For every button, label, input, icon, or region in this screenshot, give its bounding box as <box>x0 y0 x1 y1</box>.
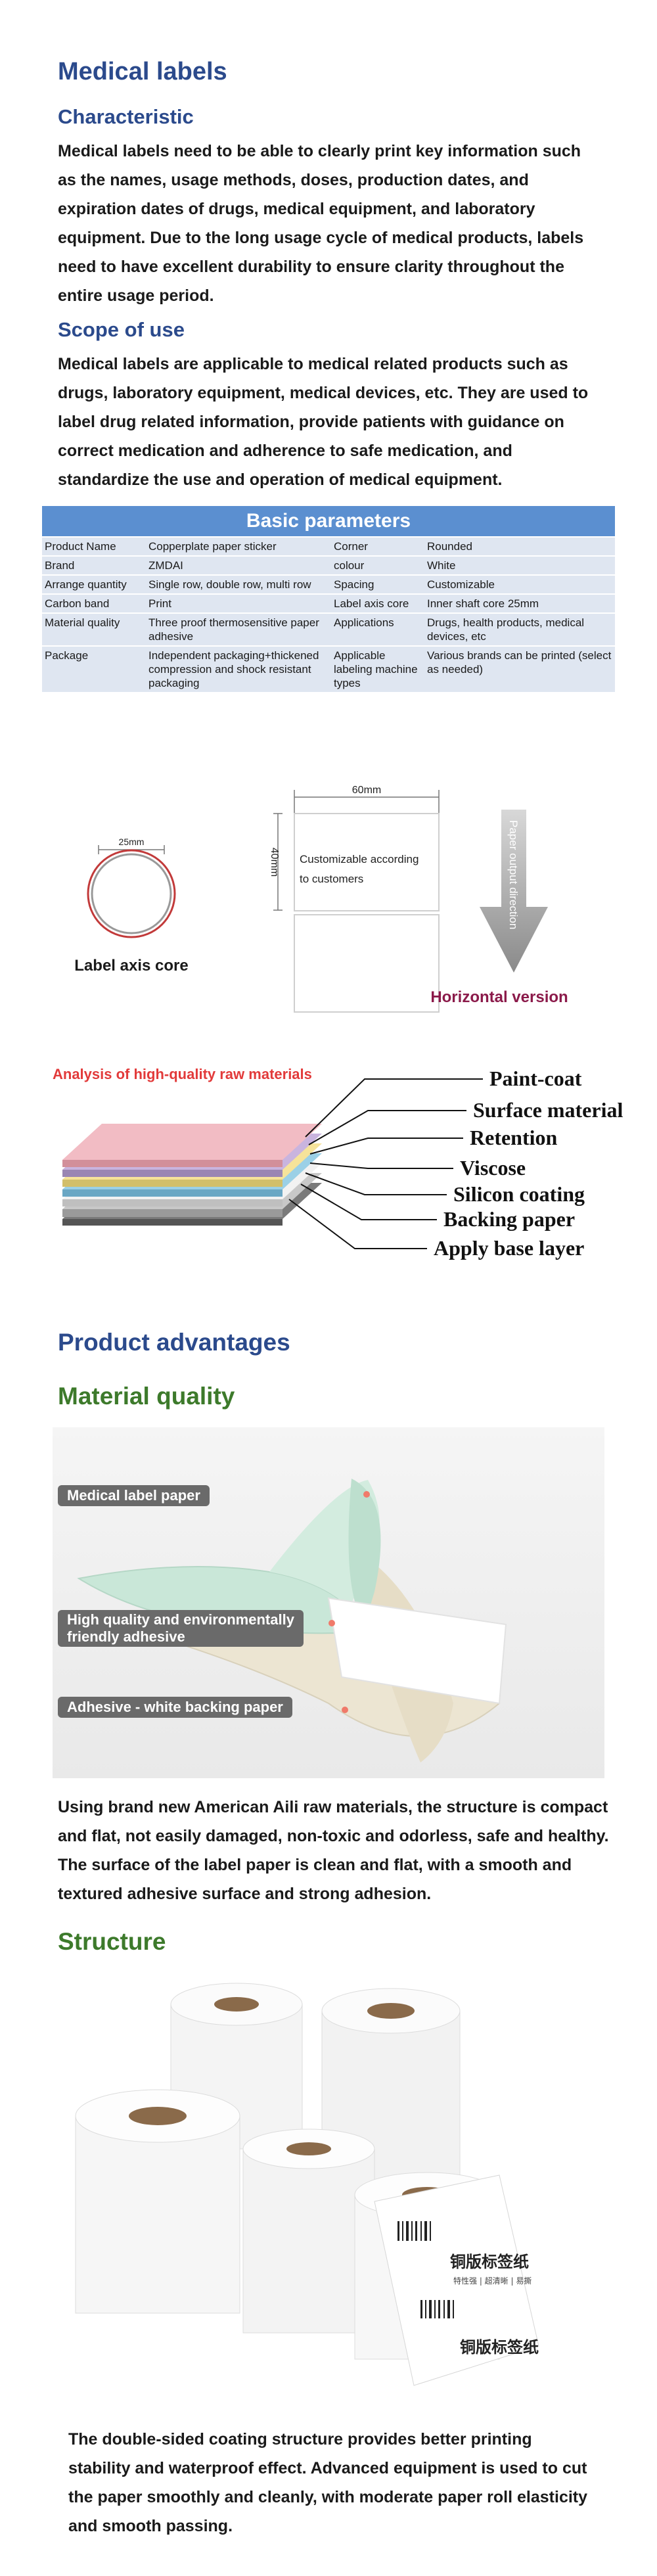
layer-label: Paint-coat <box>489 1067 582 1090</box>
scope-line: label drug related information, provide … <box>58 413 564 431</box>
material-heading: Material quality <box>58 1383 235 1410</box>
table-cell: Copperplate paper sticker <box>148 540 277 553</box>
layer-label: Retention <box>470 1126 558 1149</box>
label-rolls-illustration: 铜版标签纸 特性强 | 超清晰 | 易撕 铜版标签纸 <box>75 1983 539 2386</box>
height-dimension-text: 40mm <box>269 848 280 877</box>
characteristic-line: equipment. Due to the long usage cycle o… <box>58 229 584 247</box>
label-sample-top <box>294 813 440 911</box>
characteristic-line: Medical labels need to be able to clearl… <box>58 142 581 160</box>
label-big-text: 铜版标签纸 <box>450 2253 529 2271</box>
table-cell: Spacing <box>334 578 374 591</box>
label-sample-bottom <box>294 914 440 1013</box>
structure-line: the paper smoothly and cleanly, with mod… <box>68 2488 588 2506</box>
table-cell: Single row, double row, multi row <box>148 578 311 591</box>
table-row: Package Independent packaging+thickened … <box>42 645 615 692</box>
layer-structure-diagram: Analysis of high-quality raw materials P… <box>53 1066 623 1260</box>
callout-line: friendly adhesive <box>67 1628 185 1645</box>
table-cell: Corner <box>334 540 368 553</box>
characteristic-line: expiration dates of drugs, medical equip… <box>58 200 535 218</box>
table-cell: Package <box>45 649 89 662</box>
layer-label: Viscose <box>460 1156 526 1180</box>
table-cell: Inner shaft core 25mm <box>427 597 539 610</box>
structure-paragraph: The double-sided coating structure provi… <box>68 2425 646 2541</box>
table-cell: Brand <box>45 559 75 572</box>
table-cell: Rounded <box>427 540 473 553</box>
page-title: Medical labels <box>58 58 227 85</box>
material-line: and flat, not easily damaged, non-toxic … <box>58 1827 609 1845</box>
scope-line: standardize the use and operation of med… <box>58 471 503 489</box>
layer-label: Silicon coating <box>453 1182 585 1206</box>
table-cell: Customizable <box>427 578 495 591</box>
scope-paragraph: Medical labels are applicable to medical… <box>58 350 636 494</box>
layers-heading: Analysis of high-quality raw materials <box>53 1066 312 1082</box>
label-paper-illustration <box>53 1427 604 1778</box>
scope-line: Medical labels are applicable to medical… <box>58 355 568 373</box>
scope-line: correct medication and adherence to safe… <box>58 442 512 460</box>
callout-adhesive: High quality and environmentally friendl… <box>58 1610 304 1647</box>
table-row: Product Name Copperplate paper sticker C… <box>42 536 615 555</box>
callout-line: High quality and environmentally <box>67 1611 294 1628</box>
table-cell: Three proof thermosensitive paper adhesi… <box>148 616 319 643</box>
table-cell: Various brands can be printed (select as… <box>427 649 612 676</box>
scope-line: drugs, laboratory equipment, medical dev… <box>58 384 589 402</box>
characteristic-line: entire usage period. <box>58 287 214 305</box>
table-row: Carbon band Print Label axis core Inner … <box>42 593 615 612</box>
characteristic-line: need to have excellent durability to ens… <box>58 258 564 276</box>
core-dimension-text: 25mm <box>119 837 145 847</box>
layer-label: Backing paper <box>443 1207 575 1231</box>
table-cell: Carbon band <box>45 597 110 610</box>
table-cell: colour <box>334 559 365 572</box>
table-cell: Arrange quantity <box>45 578 127 591</box>
table-row: Material quality Three proof thermosensi… <box>42 612 615 645</box>
characteristic-line: as the names, usage methods, doses, prod… <box>58 171 529 189</box>
table-cell: Product Name <box>45 540 116 553</box>
structure-line: The double-sided coating structure provi… <box>68 2430 532 2449</box>
core-circle <box>87 849 176 938</box>
table-row: Brand ZMDAI colour White <box>42 555 615 574</box>
structure-line: and smooth passing. <box>68 2517 233 2535</box>
table-cell: ZMDAI <box>148 559 183 572</box>
label-big-text: 铜版标签纸 <box>460 2338 539 2357</box>
table-cell: Material quality <box>45 616 120 629</box>
table-cell: Independent packaging+thickened compress… <box>148 649 319 689</box>
label-dimension-diagram: 25mm Label axis core 60mm 40mm Customiza… <box>74 785 568 1013</box>
orientation-label: Horizontal version <box>430 988 568 1006</box>
table-cell: Drugs, health products, medical devices,… <box>427 616 585 643</box>
custom-text-line: to customers <box>300 873 363 885</box>
table-row: Arrange quantity Single row, double row,… <box>42 574 615 593</box>
structure-heading: Structure <box>58 1928 166 1955</box>
core-label: Label axis core <box>74 957 188 975</box>
material-line: The surface of the label paper is clean … <box>58 1856 572 1874</box>
table-cell: Label axis core <box>334 597 409 610</box>
label-small-text: 特性强 | 超清晰 | 易撕 <box>453 2276 532 2286</box>
material-image: Medical label paper High quality and env… <box>53 1427 604 1778</box>
structure-line: stability and waterproof effect. Advance… <box>68 2459 587 2477</box>
label-rolls-image: 铜版标签纸 特性强 | 超清晰 | 易撕 铜版标签纸 <box>66 1978 591 2399</box>
table-cell: Applications <box>334 616 394 629</box>
advantages-heading: Product advantages <box>58 1329 290 1356</box>
material-paragraph: Using brand new American Aili raw materi… <box>58 1793 636 1908</box>
material-line: Using brand new American Aili raw materi… <box>58 1798 608 1816</box>
width-dimension-text: 60mm <box>352 785 381 796</box>
table-cell: Applicable labeling machine types <box>334 649 418 689</box>
parameters-title: Basic parameters <box>42 506 615 536</box>
characteristic-heading: Characteristic <box>58 105 194 128</box>
material-line: textured adhesive surface and strong adh… <box>58 1885 432 1903</box>
layer-label: Apply base layer <box>434 1236 584 1260</box>
direction-text: Paper output direction <box>507 820 520 929</box>
arrow-down-icon <box>480 810 548 973</box>
characteristic-paragraph: Medical labels need to be able to clearl… <box>58 137 636 310</box>
table-cell: Print <box>148 597 171 610</box>
callout-backing-paper: Adhesive - white backing paper <box>58 1697 292 1718</box>
scope-heading: Scope of use <box>58 318 185 341</box>
parameters-table: Basic parameters Product Name Copperplat… <box>42 506 615 692</box>
layer-label: Surface material <box>473 1098 623 1122</box>
table-cell: White <box>427 559 456 572</box>
callout-label-paper: Medical label paper <box>58 1485 210 1506</box>
custom-text-line: Customizable according <box>300 853 419 865</box>
